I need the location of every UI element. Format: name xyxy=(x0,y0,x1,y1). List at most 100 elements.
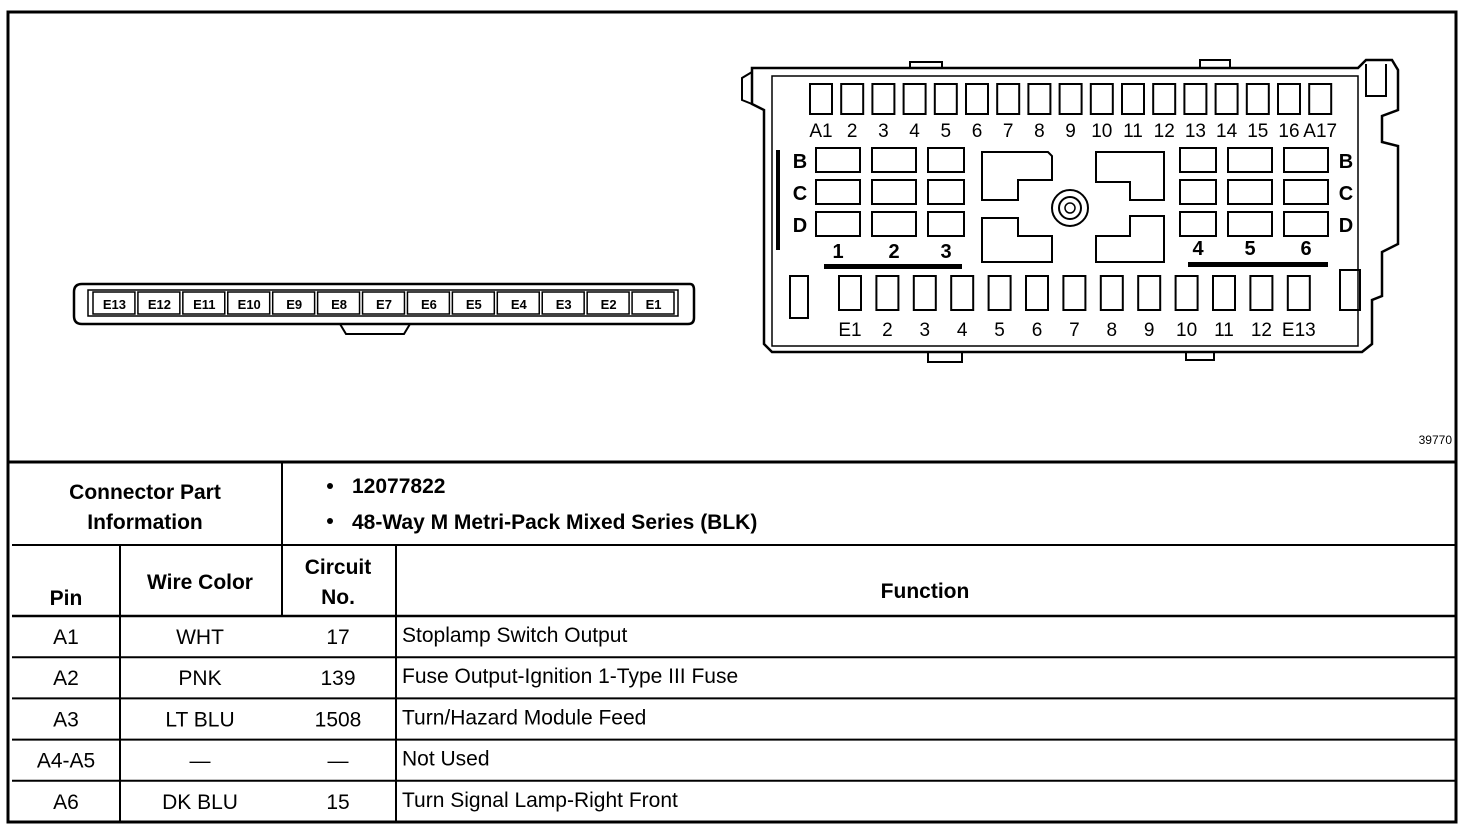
pinout-table: Connector Part Information 12077822 48-W… xyxy=(12,462,1456,823)
center-post xyxy=(1051,189,1089,227)
cell-function: Turn/Hazard Module Feed xyxy=(402,706,646,729)
small-pin-cell xyxy=(541,291,585,315)
row-e-terminal xyxy=(1212,275,1236,311)
polarization-key xyxy=(1095,215,1165,263)
polarization-key xyxy=(981,217,1053,263)
left-block-cavity xyxy=(871,147,917,173)
small-pin-label: E3 xyxy=(556,297,572,312)
left-ear xyxy=(741,71,753,105)
right-group-number: 4 xyxy=(1192,238,1204,260)
row-e-label: 8 xyxy=(1107,320,1118,341)
right-latch xyxy=(1365,64,1387,97)
row-a-label: 2 xyxy=(847,121,858,142)
row-e-label: 5 xyxy=(994,320,1005,341)
cell-function: Turn Signal Lamp-Right Front xyxy=(402,789,678,812)
row-a-label: 13 xyxy=(1185,121,1206,142)
row-e-label: 2 xyxy=(882,320,893,341)
right-group-number: 6 xyxy=(1300,238,1311,260)
row-a-label: 12 xyxy=(1154,121,1175,142)
row-e-terminal xyxy=(1249,275,1274,311)
cell-pin: A3 xyxy=(53,708,79,731)
header-function: Function xyxy=(881,580,970,603)
left-block-cavity xyxy=(815,179,861,205)
right-group-number: 5 xyxy=(1244,238,1255,260)
header-circuit-line2: No. xyxy=(321,586,355,609)
row-a-label: 14 xyxy=(1216,121,1238,142)
row-e-label: 3 xyxy=(920,320,931,341)
right-block-cavity xyxy=(1227,147,1273,173)
row-e-label: 12 xyxy=(1251,320,1272,341)
small-connector-latch xyxy=(339,323,411,335)
left-lock xyxy=(789,275,809,319)
small-pin-label: E10 xyxy=(238,297,261,312)
row-a-terminal xyxy=(1121,83,1145,115)
right-row-letter: C xyxy=(1339,183,1353,205)
figure-id: 39770 xyxy=(1419,433,1453,447)
row-e-terminal xyxy=(1286,275,1311,311)
row-e-terminal xyxy=(1137,275,1162,311)
row-a-label: 3 xyxy=(878,121,889,142)
cell-pin: A2 xyxy=(53,667,79,690)
row-a-label: 10 xyxy=(1091,121,1112,142)
row-a-label: 15 xyxy=(1247,121,1268,142)
right-row-letter: B xyxy=(1339,151,1353,173)
header-wire-color: Wire Color xyxy=(147,571,253,594)
top-tab xyxy=(909,61,943,68)
row-a-label: 16 xyxy=(1278,121,1299,142)
row-e-label: 7 xyxy=(1069,320,1080,341)
bullet-icon xyxy=(327,483,333,489)
bottom-tab xyxy=(1185,352,1215,361)
small-pin-cell xyxy=(631,291,675,315)
row-a-terminal xyxy=(1058,83,1083,115)
row-a-terminal xyxy=(1308,83,1333,115)
cell-wire-color: — xyxy=(190,750,211,773)
row-a-label: 7 xyxy=(1003,121,1014,142)
row-a-terminal xyxy=(1245,83,1270,115)
polarization-key xyxy=(981,151,1053,201)
left-block-cavity xyxy=(871,211,917,237)
right-row-letter: D xyxy=(1339,215,1353,237)
polarization-key xyxy=(1095,151,1165,201)
left-row-letter: C xyxy=(793,183,807,205)
connector-part-number: 12077822 xyxy=(352,475,445,498)
row-e-label: 4 xyxy=(957,320,968,341)
right-block-cavity xyxy=(1283,147,1329,173)
center-post-core xyxy=(1064,202,1076,214)
row-a-terminal xyxy=(1214,83,1239,115)
small-pin-cell xyxy=(316,291,361,315)
small-pin-cell xyxy=(271,291,316,315)
bullet-icon xyxy=(327,518,333,524)
small-pin-label: E9 xyxy=(286,297,302,312)
left-group-number: 1 xyxy=(832,241,843,263)
sheet-border xyxy=(6,10,1458,824)
row-a-terminal xyxy=(1277,83,1301,115)
large-connector-face xyxy=(771,75,1359,347)
row-a-label: A1 xyxy=(809,121,832,142)
row-a-label: 9 xyxy=(1065,121,1076,142)
cell-function: Fuse Output-Ignition 1-Type III Fuse xyxy=(402,665,738,688)
right-block-cavity xyxy=(1283,179,1329,205)
small-pin-label: E8 xyxy=(331,297,347,312)
right-block-cavity xyxy=(1227,211,1273,237)
row-a-label: A17 xyxy=(1303,121,1337,142)
row-e-terminal xyxy=(838,275,862,311)
cell-function: Not Used xyxy=(402,748,490,771)
row-a-terminal xyxy=(933,83,958,115)
small-pin-label: E7 xyxy=(376,297,392,312)
small-pin-cell xyxy=(496,291,540,315)
small-pin-cell xyxy=(92,291,136,315)
right-block-cavity xyxy=(1227,179,1273,205)
row-e-label: 6 xyxy=(1032,320,1043,341)
small-pin-cell xyxy=(227,291,271,315)
left-block-cavity xyxy=(927,211,965,237)
cell-wire-color: PNK xyxy=(178,667,221,690)
row-a-terminal xyxy=(840,83,865,115)
cell-function: Stoplamp Switch Output xyxy=(402,624,627,647)
small-pin-label: E5 xyxy=(466,297,482,312)
row-a-terminal xyxy=(965,83,989,115)
left-block-cavity xyxy=(927,147,965,173)
cell-pin: A6 xyxy=(53,791,79,814)
right-block-cavity xyxy=(1179,179,1217,205)
